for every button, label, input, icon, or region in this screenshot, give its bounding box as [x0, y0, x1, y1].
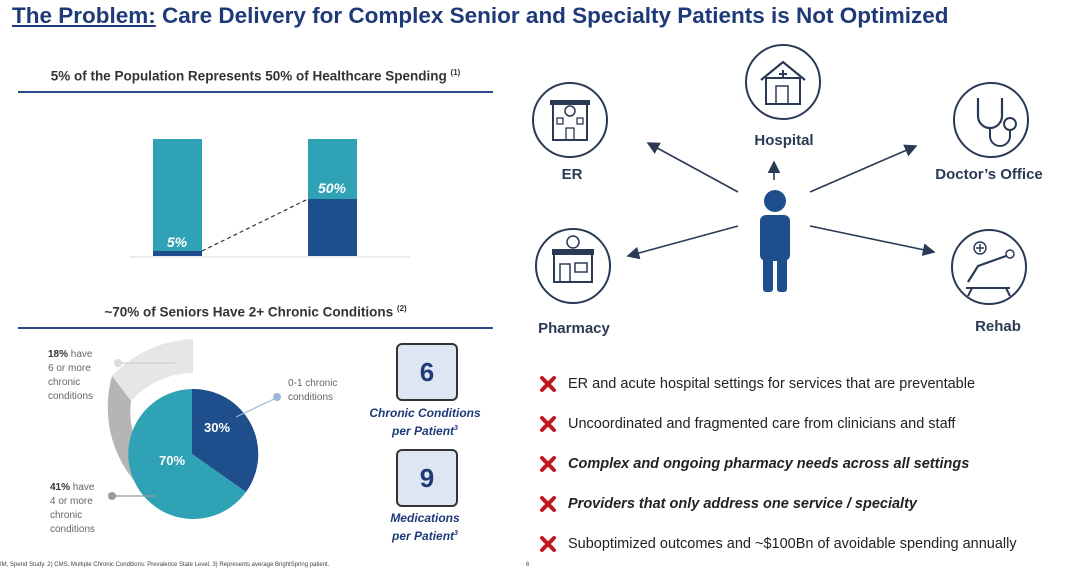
chronic-title: ~70% of Seniors Have 2+ Chronic Conditio…: [18, 304, 493, 320]
stat-box-conditions: 6: [396, 343, 458, 401]
note-41-line2: 4 or more: [50, 496, 93, 507]
note-41-rest: have: [70, 482, 95, 493]
hospital-house-icon: [745, 44, 821, 120]
node-label-pharmacy: Pharmacy: [538, 320, 610, 337]
problem-item: Suboptimized outcomes and ~$100Bn of avo…: [540, 524, 1070, 564]
stat-medications-line2: per Patient: [392, 529, 455, 543]
stat-conditions-line1: Chronic Conditions: [369, 406, 481, 420]
note-41-line4: conditions: [50, 524, 96, 535]
arrow-to-doctor: [809, 144, 918, 193]
chronic-pie-chart: 30% 70%: [107, 339, 281, 519]
arrow-to-rehab: [809, 225, 936, 256]
note-18-pct: 18%: [48, 349, 69, 360]
pie-small-label: 30%: [204, 420, 230, 435]
problem-item: ER and acute hospital settings for servi…: [540, 364, 1070, 404]
bar-left-total: [153, 139, 202, 256]
page-number: 6: [526, 562, 530, 568]
note-18-line3: chronic: [48, 377, 81, 388]
bar-right-total: [308, 139, 357, 199]
stethoscope-icon: [953, 82, 1029, 158]
chronic-title-text: ~70% of Seniors Have 2+ Chronic Conditio…: [104, 304, 394, 320]
problem-item: Providers that only address one service …: [540, 484, 1070, 524]
arrow-to-pharmacy: [626, 225, 739, 260]
bar-connector-line: [201, 198, 309, 252]
er-building-icon: [532, 82, 608, 158]
spending-bar-chart: 5% 50%: [130, 139, 410, 258]
note-01-line1: 0-1 chronic: [288, 378, 338, 389]
ring-41-segment: [107, 376, 193, 519]
bar-left-share: [153, 251, 202, 256]
note-18-line4: conditions: [48, 391, 94, 402]
problem-text: Suboptimized outcomes and ~$100Bn of avo…: [568, 536, 1017, 552]
pie-slice-70: [128, 389, 246, 519]
rehab-bed-icon: [951, 229, 1027, 305]
node-label-doctor: Doctor’s Office: [935, 166, 1043, 183]
bar-right-label: 50%: [318, 180, 347, 196]
x-mark-icon: [540, 456, 556, 472]
title-rest: Care Delivery for Complex Senior and Spe…: [162, 3, 949, 28]
problem-text: ER and acute hospital settings for servi…: [568, 376, 976, 392]
leader-01-dot: [273, 393, 281, 401]
node-label-er: ER: [561, 166, 583, 183]
spending-rule: [18, 91, 493, 93]
page-title: The Problem: Care Delivery for Complex S…: [12, 3, 1072, 29]
note-41: 41% have 4 or more chronic conditions: [50, 481, 95, 537]
problem-text: Providers that only address one service …: [568, 496, 917, 512]
x-mark-icon: [540, 496, 556, 512]
footnote: IM, Spend Study. 2) CMS, Multiple Chroni…: [0, 562, 330, 568]
stat-label-conditions: Chronic Conditions per Patient3: [360, 405, 490, 439]
pharmacy-store-icon: [535, 228, 611, 304]
stat-conditions-line2: per Patient: [392, 424, 455, 438]
note-01: 0-1 chronic conditions: [288, 377, 337, 405]
note-18-rest: have: [68, 349, 93, 360]
x-mark-icon: [540, 536, 556, 552]
bar-right-share: [308, 199, 357, 256]
note-18: 18% have 6 or more chronic conditions: [48, 348, 93, 404]
note-18-line2: 6 or more: [48, 363, 91, 374]
stat-conditions-sup: 3: [454, 425, 458, 432]
chronic-rule: [18, 327, 493, 329]
pie-big-label: 70%: [159, 453, 185, 468]
x-mark-icon: [540, 376, 556, 392]
leader-18-dot: [114, 359, 122, 367]
chronic-title-note: (2): [396, 304, 407, 313]
arrow-to-er: [646, 142, 739, 193]
node-label-rehab: Rehab: [975, 318, 1021, 335]
stat-medications-line1: Medications: [390, 511, 460, 525]
ring-18-segment: [112, 339, 193, 401]
note-41-line3: chronic: [50, 510, 83, 521]
problem-text: Complex and ongoing pharmacy needs acros…: [568, 456, 970, 472]
node-label-hospital: Hospital: [754, 132, 814, 149]
title-lead: The Problem:: [12, 3, 156, 28]
note-01-line2: conditions: [288, 392, 334, 403]
problem-item: Complex and ongoing pharmacy needs acros…: [540, 444, 1070, 484]
x-mark-icon: [540, 416, 556, 432]
care-settings-diagram: [532, 44, 1029, 305]
person-icon: [760, 190, 790, 292]
note-41-pct: 41%: [50, 482, 71, 493]
spending-title-note: (1): [450, 68, 461, 77]
problem-item: Uncoordinated and fragmented care from c…: [540, 404, 1070, 444]
spending-title-text: 5% of the Population Represents 50% of H…: [50, 68, 447, 84]
problem-list: ER and acute hospital settings for servi…: [540, 364, 1070, 564]
spending-title: 5% of the Population Represents 50% of H…: [18, 68, 493, 84]
bar-left-label: 5%: [167, 234, 188, 250]
stat-label-medications: Medications per Patient3: [360, 510, 490, 544]
problem-text: Uncoordinated and fragmented care from c…: [568, 416, 956, 432]
leader-01: [235, 398, 275, 418]
stat-box-medications: 9: [396, 449, 458, 507]
stat-medications-sup: 3: [454, 530, 458, 537]
leader-41-dot: [108, 492, 116, 500]
